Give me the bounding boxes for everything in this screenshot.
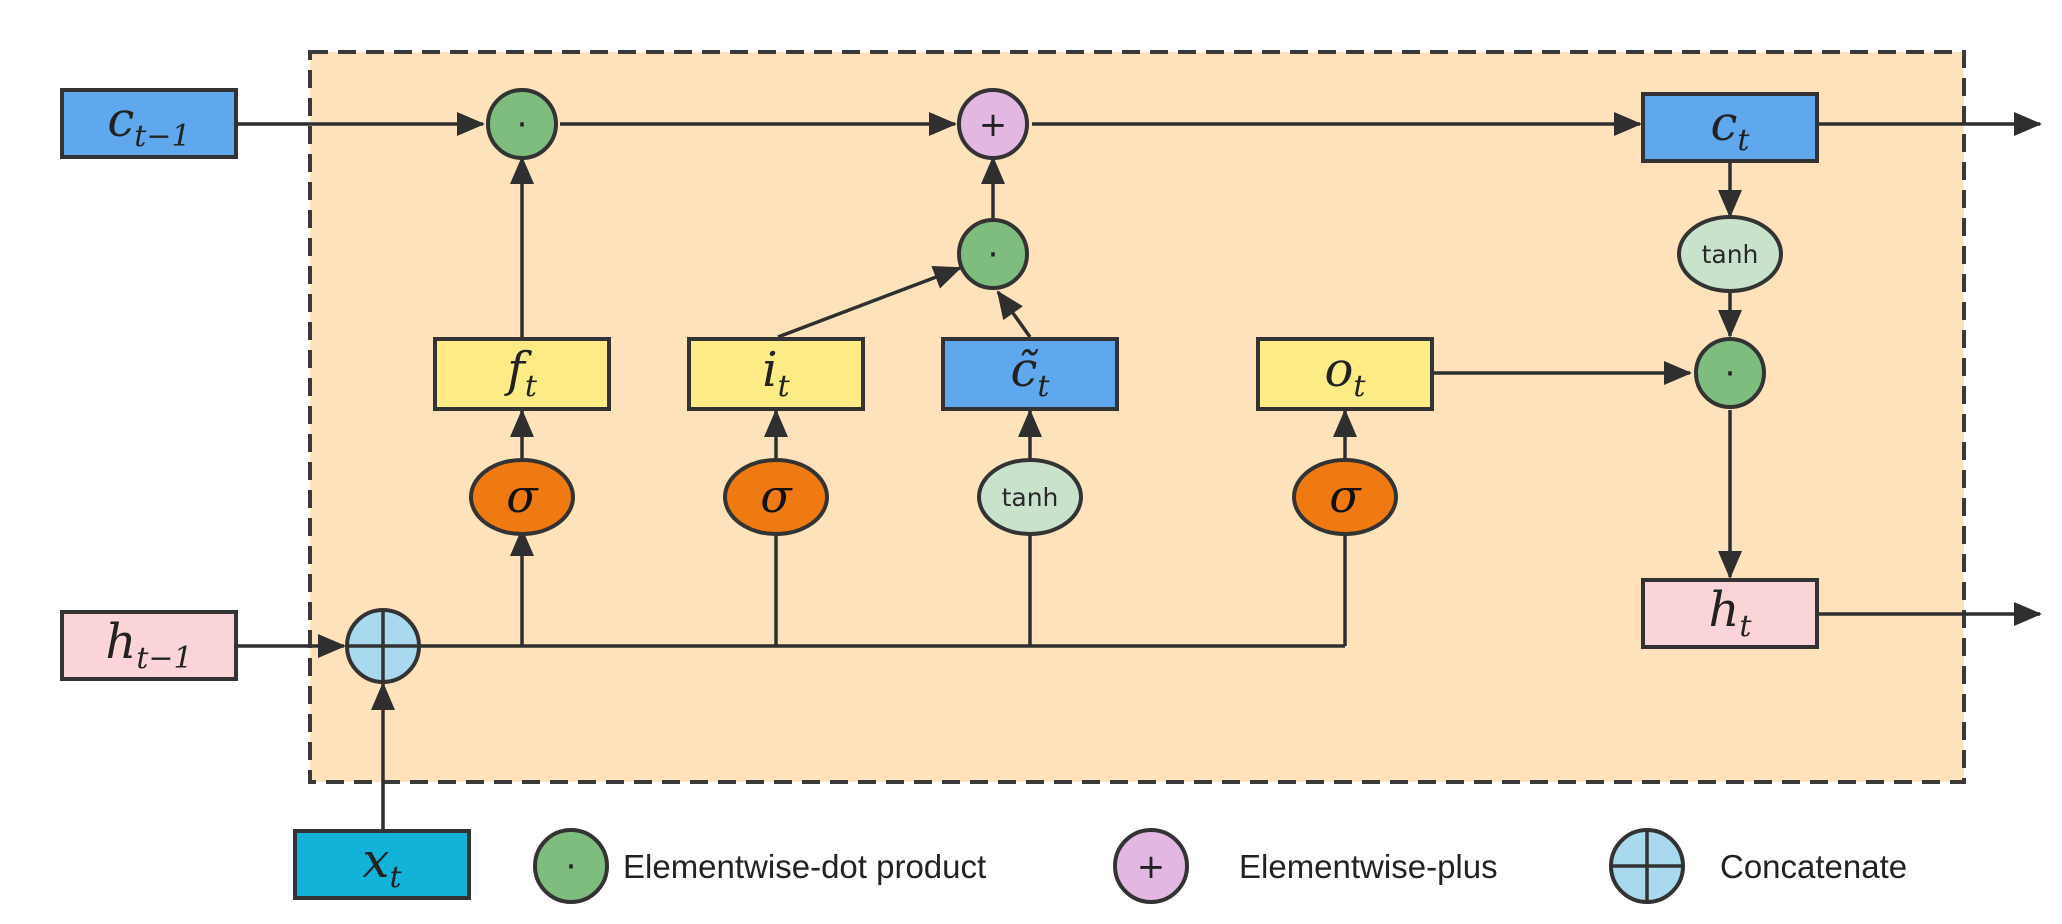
tanh-cell: tanh: [1677, 215, 1783, 293]
x-t-box: xt: [293, 829, 471, 900]
h-prev-var: h: [105, 614, 136, 670]
input-gate-box: it: [687, 337, 865, 411]
svg-text:xt: xt: [362, 833, 402, 895]
svg-text:+: +: [1137, 847, 1166, 887]
connections: [238, 112, 2042, 830]
svg-text:tanh: tanh: [1702, 240, 1759, 269]
sigma-forget: σ: [469, 458, 575, 536]
svg-text:·: ·: [988, 235, 999, 275]
svg-text:σ: σ: [1329, 469, 1362, 523]
svg-text:ct: ct: [1711, 96, 1751, 158]
svg-text:σ: σ: [506, 469, 539, 523]
c-t-box: ct: [1641, 92, 1819, 163]
forget-gate-box: ft: [433, 337, 611, 411]
c-prev-sub: t−1: [134, 119, 190, 154]
output-gate-box: ot: [1256, 337, 1434, 411]
legend-concat-label: Concatenate: [1720, 848, 1907, 885]
svg-text:ct−1: ct−1: [107, 92, 190, 154]
legend-plus-label: Elementwise-plus: [1239, 848, 1498, 885]
h-prev-box: ht−1: [60, 610, 238, 681]
candidate-box: c̃t: [941, 337, 1119, 411]
legend-dot-label: Elementwise-dot product: [623, 848, 986, 885]
plus-operator: +: [957, 88, 1029, 160]
svg-text:·: ·: [1725, 354, 1736, 394]
output-dot-operator: ·: [1694, 337, 1766, 409]
forget-dot-operator: ·: [486, 88, 558, 160]
sigma-input: σ: [723, 458, 829, 536]
svg-text:·: ·: [517, 105, 528, 145]
input-dot-operator: ·: [957, 218, 1029, 290]
legend: · Elementwise-dot product + Elementwise-…: [533, 828, 1907, 904]
svg-text:tanh: tanh: [1002, 483, 1059, 512]
legend-plus-item: + Elementwise-plus: [1113, 828, 1498, 904]
lstm-cell-boundary: [308, 50, 1966, 784]
svg-text:+: +: [979, 105, 1008, 145]
svg-text:ht: ht: [1709, 582, 1753, 644]
svg-text:ht−1: ht−1: [105, 614, 192, 676]
svg-text:c̃t: c̃t: [1011, 342, 1051, 404]
svg-text:ot: ot: [1325, 342, 1367, 404]
h-t-box: ht: [1641, 578, 1819, 649]
x-t-var: x: [362, 833, 389, 889]
concatenate-operator: [345, 608, 421, 684]
svg-text:·: ·: [566, 847, 577, 887]
svg-text:it: it: [762, 342, 790, 404]
legend-concat-item: Concatenate: [1609, 828, 1907, 904]
legend-dot-item: · Elementwise-dot product: [533, 828, 986, 904]
sigma-output: σ: [1292, 458, 1398, 536]
x-t-sub: t: [390, 860, 403, 895]
h-prev-sub: t−1: [136, 641, 192, 676]
svg-text:σ: σ: [760, 469, 793, 523]
c-prev-var: c: [107, 92, 134, 148]
tanh-candidate: tanh: [977, 458, 1083, 536]
c-prev-box: ct−1: [60, 88, 238, 159]
